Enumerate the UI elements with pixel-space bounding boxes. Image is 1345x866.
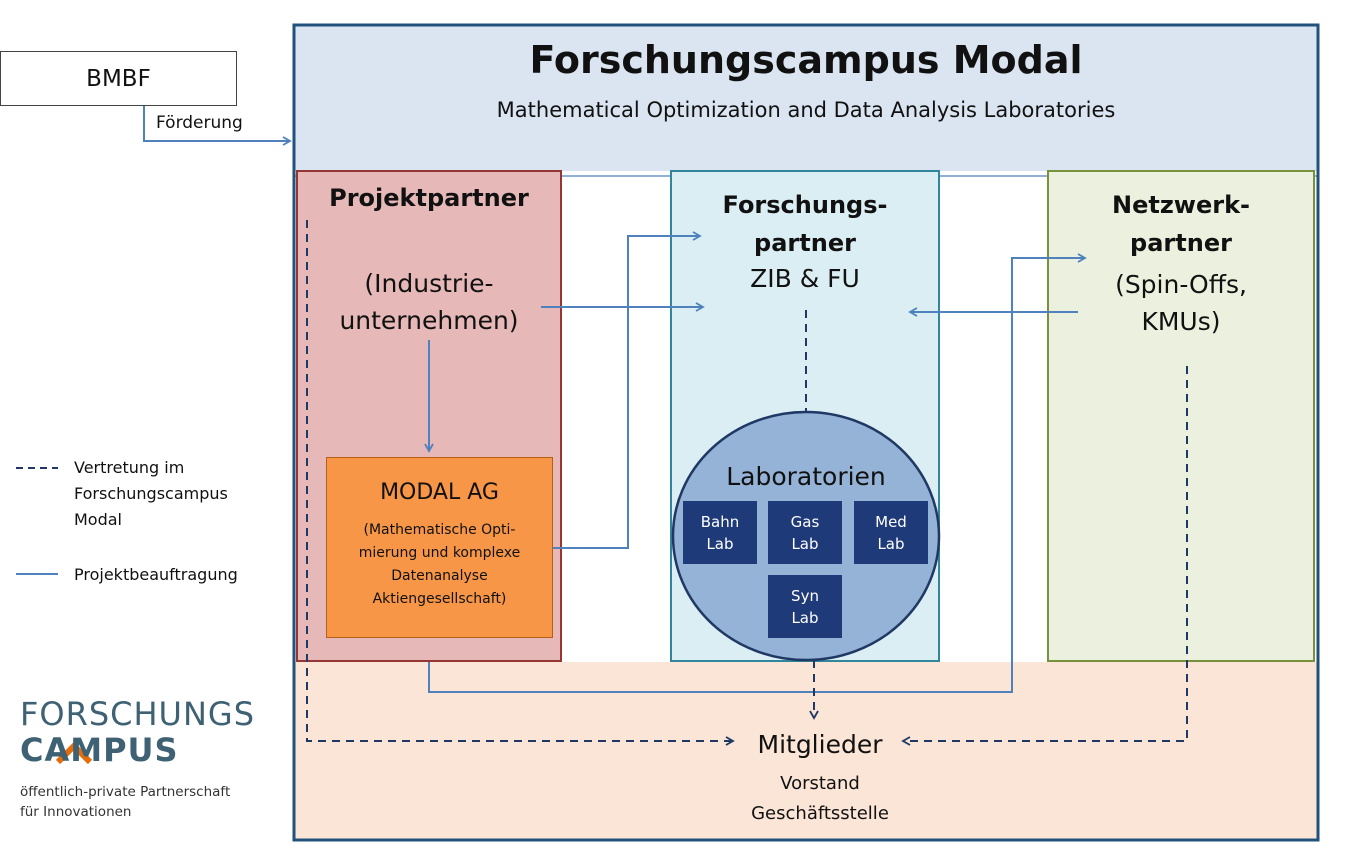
outer-frame — [292, 23, 1320, 842]
mitglieder-title: Mitglieder — [757, 730, 883, 759]
modal-logo-word: MODAL — [56, 364, 200, 408]
modal-ag-body-line4: Aktiengesellschaft) — [372, 591, 507, 607]
lab-gas-line2: Lab — [791, 534, 819, 553]
modal-logo-sub: FORSCHUNGSCAMPUS — [49, 408, 207, 423]
netzwerkpartner-title-line2: partner — [1130, 229, 1232, 257]
lab-gas: Gas Lab — [768, 501, 842, 564]
lab-med-line1: Med — [875, 512, 907, 531]
modal-ag-body-line1: (Mathematische Opti- — [363, 522, 516, 538]
fc-logo-sub-line1: öffentlich-private Partnerschaft — [20, 784, 231, 800]
mitglieder-body-line1: Vorstand — [780, 773, 860, 794]
netzwerkpartner-body: (Spin-Offs, KMUs) — [1048, 266, 1314, 340]
header-band — [294, 25, 1318, 171]
modal-ag-body-line2: mierung und komplexe — [358, 545, 521, 561]
fc-logo-sub-line2: für Innovationen — [20, 804, 132, 820]
mitglieder-body: Vorstand Geschäftsstelle — [700, 769, 940, 829]
lab-syn-line1: Syn — [791, 586, 819, 605]
lab-bahn: Bahn Lab — [683, 501, 757, 564]
fc-logo-line1: FORSCHUNGS — [20, 695, 256, 733]
legend-dashed-text: Vertretung im Forschungscampus Modal — [74, 455, 228, 533]
projektpartner-body-line2: unternehmen) — [339, 306, 519, 335]
page-title: Forschungscampus Modal — [529, 38, 1083, 82]
mitglieder-body-line2: Geschäftsstelle — [751, 803, 889, 824]
lab-gas-line1: Gas — [790, 512, 820, 531]
fc-logo-sub: öffentlich-private Partnerschaft für Inn… — [20, 782, 230, 822]
legend-dashed-line2: Forschungscampus — [74, 484, 228, 503]
funding-label: Förderung — [156, 113, 243, 133]
lab-med: Med Lab — [854, 501, 928, 564]
modal-ag-box — [326, 457, 553, 638]
legend-solid-text: Projektbeauftragung — [74, 565, 238, 584]
netzwerkpartner-title: Netzwerk- partner — [1048, 186, 1314, 262]
projektpartner-body: (Industrie- unternehmen) — [297, 265, 561, 339]
bmbf-box: BMBF — [0, 51, 237, 106]
projektpartner-body-line1: (Industrie- — [364, 269, 494, 298]
fc-logo-arrow — [55, 741, 93, 765]
netzwerkpartner-body-line2: KMUs) — [1141, 307, 1221, 336]
lab-syn-line2: Lab — [791, 608, 819, 627]
netzwerkpartner-body-line1: (Spin-Offs, — [1115, 270, 1247, 299]
modal-ag-title: MODAL AG — [380, 480, 499, 505]
forschungspartner-title: Forschungs- partner — [671, 186, 939, 262]
lab-med-line2: Lab — [877, 534, 905, 553]
modal-logo-graphic — [40, 180, 216, 356]
netzwerkpartner-title-line1: Netzwerk- — [1111, 191, 1250, 219]
modal-ag-body-line3: Datenanalyse — [391, 568, 488, 584]
forschungspartner-title-line2: partner — [754, 229, 856, 257]
legend-dashed-line1: Vertretung im — [74, 458, 185, 477]
lab-syn: Syn Lab — [768, 575, 842, 638]
labs-title: Laboratorien — [726, 462, 886, 491]
forschungspartner-body: ZIB & FU — [750, 264, 860, 293]
bmbf-label: BMBF — [86, 65, 151, 92]
fc-logo-line2: CAMPUS — [20, 731, 179, 769]
page-subtitle: Mathematical Optimization and Data Analy… — [496, 98, 1116, 122]
forschungspartner-title-line1: Forschungs- — [722, 191, 888, 219]
lab-bahn-line1: Bahn — [700, 512, 740, 531]
legend-dashed-line3: Modal — [74, 510, 122, 529]
fc-logo-line2-text: CAMPUS — [20, 731, 179, 769]
modal-ag-body: (Mathematische Opti- mierung und komplex… — [326, 519, 553, 611]
projektpartner-title: Projektpartner — [329, 184, 529, 212]
lab-bahn-line2: Lab — [706, 534, 734, 553]
